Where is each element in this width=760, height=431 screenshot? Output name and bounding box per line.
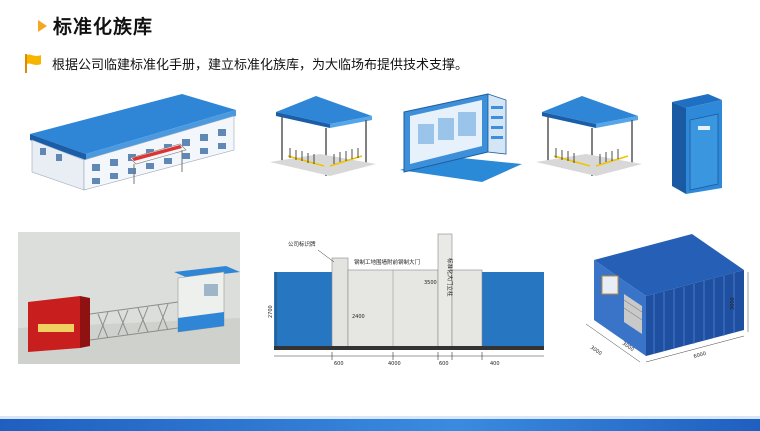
guard-kiosk-model xyxy=(270,96,376,176)
label-pillar: 标准化大门立柱 xyxy=(446,258,454,297)
factory-gate-render xyxy=(18,232,240,364)
title-row: 标准化族库 xyxy=(38,12,153,39)
label-gate: 钢制工地围墙附前钢制大门 xyxy=(354,258,420,266)
dim-pillar: 3500 xyxy=(424,280,437,286)
gate-wall-elevation: 公司标识牌 钢制工地围墙附前钢制大门 标准化大门立柱 2700 2400 350… xyxy=(268,228,552,368)
footer-bar xyxy=(0,419,760,431)
guard-kiosk-model-2 xyxy=(536,96,642,176)
dim-segment-3: 600 xyxy=(439,361,449,367)
dim-inner: 2400 xyxy=(352,314,365,320)
flag-icon xyxy=(25,54,41,73)
subtitle-row: 根据公司临建标准化手册，建立标准化族库，为大临场布提供技术支撑。 xyxy=(22,52,468,74)
container-dim-1: 3000 xyxy=(589,345,603,357)
container-office-model: 3000 3000 3000 6000 xyxy=(585,234,749,363)
notice-board-model xyxy=(400,93,522,182)
dim-segment-1: 600 xyxy=(334,361,344,367)
container-dim-3: 3000 xyxy=(730,297,736,310)
footer-accent-line xyxy=(0,416,760,419)
toilet-booth-model xyxy=(672,94,722,194)
dim-height: 2700 xyxy=(268,305,274,318)
subtitle: 根据公司临建标准化手册，建立标准化族库，为大临场布提供技术支撑。 xyxy=(52,57,469,73)
factory-gate-drawing xyxy=(18,232,240,364)
dim-segment-4: 400 xyxy=(490,361,500,367)
container-dim-4: 6000 xyxy=(693,351,707,360)
dormitory-building-model xyxy=(30,94,236,191)
label-company-sign: 公司标识牌 xyxy=(288,240,316,248)
dim-segment-2: 4000 xyxy=(388,361,401,367)
page-title: 标准化族库 xyxy=(53,16,154,38)
chevron-right-icon xyxy=(38,19,47,32)
